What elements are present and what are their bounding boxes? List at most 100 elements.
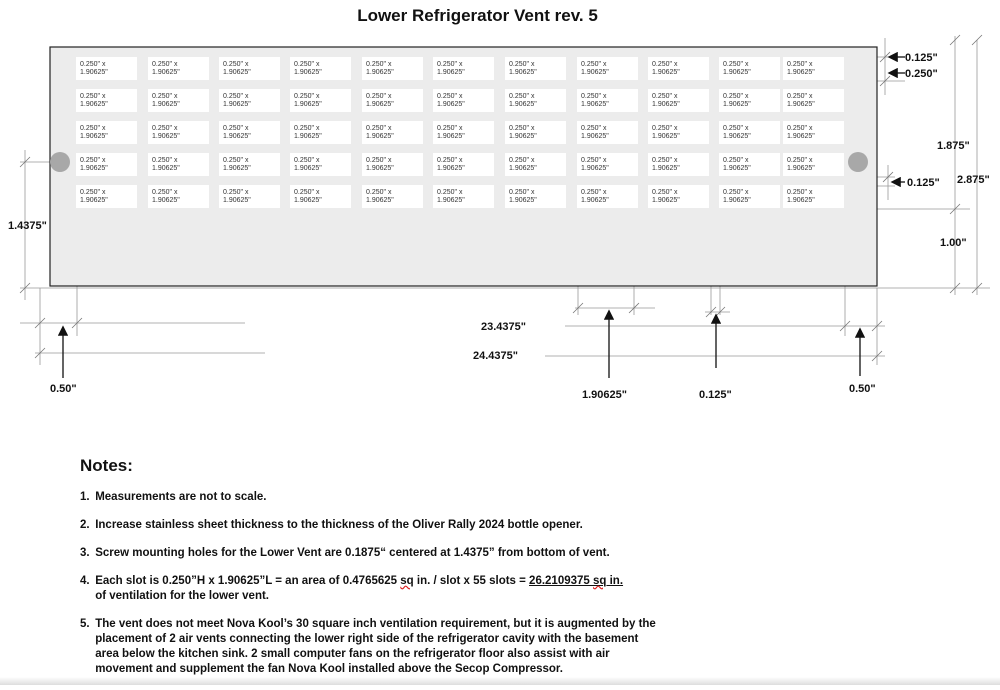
vent-slot: 0.250" x1.90625" [76, 57, 137, 80]
note-text: Each slot is 0.250”H x 1.90625”L = an ar… [95, 574, 980, 604]
slot-rect [648, 185, 709, 208]
drawing-title: Lower Refrigerator Vent rev. 5 [357, 6, 598, 25]
vent-slot: 0.250" x1.90625" [719, 89, 780, 112]
slot-rect [719, 121, 780, 144]
slot-label: 1.90625" [723, 133, 751, 140]
note-text: Measurements are not to scale. [95, 491, 267, 503]
note-item: 3. Screw mounting holes for the Lower Ve… [80, 546, 980, 561]
slot-label: 1.90625" [366, 101, 394, 108]
dim-inner-width: 23.4375" [481, 321, 526, 333]
note-number: 1. [80, 491, 90, 503]
note-item: 4. Each slot is 0.250”H x 1.90625”L = an… [80, 574, 980, 604]
slot-label: 0.250" x [152, 93, 178, 100]
slot-label: 1.90625" [581, 197, 609, 204]
slot-rect [783, 185, 844, 208]
slot-label: 0.250" x [80, 189, 106, 196]
vent-slot: 0.250" x1.90625" [719, 121, 780, 144]
slot-rect [648, 89, 709, 112]
vent-slot: 0.250" x1.90625" [362, 121, 423, 144]
slot-label: 0.250" x [223, 125, 249, 132]
slot-rect [505, 185, 566, 208]
vent-slot: 0.250" x1.90625" [219, 185, 280, 208]
slot-rect [219, 153, 280, 176]
vent-slot: 0.250" x1.90625" [219, 89, 280, 112]
slot-label: 1.90625" [223, 197, 251, 204]
slot-label: 1.90625" [509, 69, 537, 76]
total-area: 26.2109375 sq in. [529, 575, 623, 587]
slot-label: 0.250" x [581, 125, 607, 132]
slot-rect [290, 153, 351, 176]
slot-label: 1.90625" [223, 165, 251, 172]
slot-label: 0.250" x [652, 93, 678, 100]
slot-label: 0.250" x [509, 189, 535, 196]
slot-rect [577, 57, 638, 80]
slot-label: 1.90625" [223, 69, 251, 76]
slot-rect [219, 121, 280, 144]
vent-slot: 0.250" x1.90625" [577, 89, 638, 112]
note-text-part: in. / slot x 55 slots = [413, 575, 530, 587]
slot-label: 0.250" x [223, 157, 249, 164]
slot-rect [783, 89, 844, 112]
note-text: Screw mounting holes for the Lower Vent … [95, 547, 610, 559]
slot-label: 1.90625" [437, 69, 465, 76]
slot-rect [76, 89, 137, 112]
vent-slot: 0.250" x1.90625" [148, 89, 209, 112]
slot-label: 0.250" x [581, 93, 607, 100]
vent-slot: 0.250" x1.90625" [577, 57, 638, 80]
vent-slot: 0.250" x1.90625" [148, 121, 209, 144]
vent-drawing: 0.250" x1.90625"0.250" x1.90625"0.250" x… [8, 34, 990, 401]
slot-label: 1.90625" [652, 101, 680, 108]
dim-total-height: 2.875" [957, 174, 990, 186]
slot-rect [433, 185, 494, 208]
slot-rect [148, 89, 209, 112]
slot-label: 1.90625" [581, 69, 609, 76]
slot-label: 1.90625" [80, 197, 108, 204]
slot-rect [505, 89, 566, 112]
slot-label: 0.250" x [581, 61, 607, 68]
slot-label: 1.90625" [723, 165, 751, 172]
slot-label: 1.90625" [581, 133, 609, 140]
slot-grid: 0.250" x1.90625"0.250" x1.90625"0.250" x… [76, 57, 844, 208]
dim-slot-height: 0.250" [905, 68, 938, 80]
note-text-part: 26.2109375 [529, 575, 593, 587]
slot-rect [577, 185, 638, 208]
slot-label: 0.250" x [437, 157, 463, 164]
slot-label: 0.250" x [223, 93, 249, 100]
slot-rect [148, 153, 209, 176]
vent-slot: 0.250" x1.90625" [148, 57, 209, 80]
slot-label: 0.250" x [652, 189, 678, 196]
note-text-part: Each slot is 0.250”H x 1.90625”L = an ar… [95, 575, 401, 587]
slot-rect [290, 57, 351, 80]
slot-label: 0.250" x [509, 93, 535, 100]
slot-label: 1.90625" [787, 133, 815, 140]
vent-slot: 0.250" x1.90625" [783, 185, 844, 208]
slot-rect [719, 185, 780, 208]
slot-label: 0.250" x [80, 93, 106, 100]
vent-slot: 0.250" x1.90625" [290, 89, 351, 112]
slot-label: 1.90625" [509, 165, 537, 172]
slot-rect [433, 121, 494, 144]
vent-slot: 0.250" x1.90625" [648, 185, 709, 208]
note-number: 4. [80, 575, 90, 587]
slot-label: 0.250" x [294, 157, 320, 164]
right-mounting-hole [848, 152, 868, 172]
vent-slot: 0.250" x1.90625" [76, 185, 137, 208]
slot-label: 1.90625" [723, 101, 751, 108]
slot-label: 0.250" x [152, 61, 178, 68]
bottom-fade [0, 677, 1000, 685]
slot-rect [577, 89, 638, 112]
slot-label: 0.250" x [509, 61, 535, 68]
vent-slot: 0.250" x1.90625" [219, 57, 280, 80]
slot-rect [76, 121, 137, 144]
vent-slot: 0.250" x1.90625" [505, 57, 566, 80]
dim-right-margin: 0.50" [849, 383, 876, 395]
note-number: 2. [80, 519, 90, 531]
slot-label: 1.90625" [437, 165, 465, 172]
slot-label: 1.90625" [652, 165, 680, 172]
slot-label: 1.90625" [152, 69, 180, 76]
dim-slot-gap: 0.125" [907, 177, 940, 189]
slot-label: 0.250" x [652, 61, 678, 68]
slot-label: 0.250" x [652, 157, 678, 164]
slot-label: 1.90625" [152, 133, 180, 140]
vent-slot: 0.250" x1.90625" [719, 185, 780, 208]
